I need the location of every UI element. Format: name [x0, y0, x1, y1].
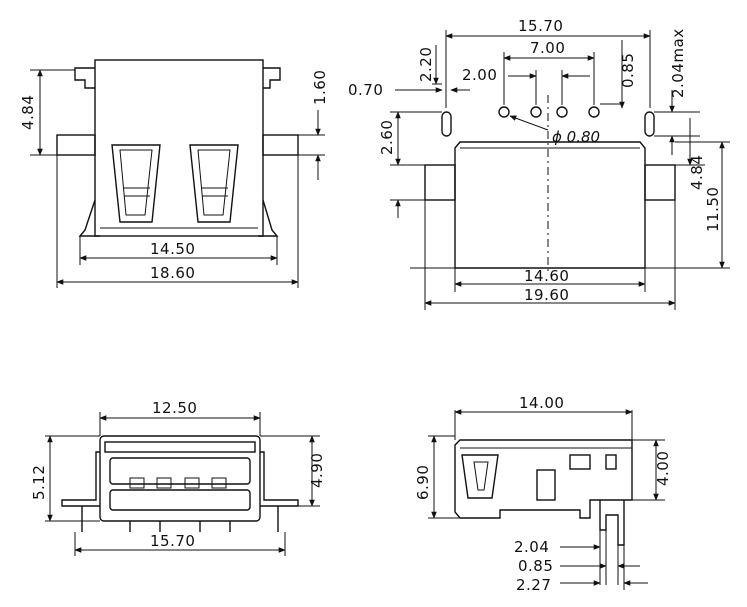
side-slot-2: [605, 454, 617, 470]
front-left-latch: [111, 144, 161, 223]
side-view: 14.00 6.90 4.00 2.04 0.85 2.27: [414, 394, 672, 594]
footprint-dim-pin-span: 15.70: [518, 17, 563, 35]
front-left-peg: [56, 134, 96, 156]
rear-tongue: [109, 489, 251, 511]
footprint-dim-slot-length: 2.20: [417, 47, 435, 82]
footprint-dim-slot-width: 0.70: [348, 81, 383, 99]
side-dim-pin-b: 0.85: [518, 557, 553, 575]
rear-dim-top-width: 12.50: [152, 399, 197, 417]
footprint-hole-1: [498, 106, 510, 118]
front-dim-tab: 1.60: [311, 70, 329, 105]
front-right-latch: [189, 144, 239, 223]
footprint-dim-slot-to-body: 2.60: [378, 120, 396, 155]
side-dim-pin-c: 2.27: [516, 576, 551, 594]
side-latch: [461, 454, 499, 499]
side-dim-pin-a: 2.04: [514, 538, 549, 556]
footprint-dim-overall-width: 19.60: [524, 286, 569, 304]
footprint-hole-2: [530, 106, 542, 118]
side-window: [536, 469, 556, 501]
rear-port-opening: [109, 457, 251, 485]
rear-dim-pin-width: 15.70: [150, 532, 195, 550]
front-left-flange: [74, 67, 95, 89]
footprint-dim-pin-offset: 0.85: [619, 53, 637, 88]
rear-right-leg: [260, 451, 299, 507]
footprint-hole-4: [588, 106, 600, 118]
footprint-dim-hole-diameter: ϕ 0.80: [552, 128, 600, 146]
side-pins: [599, 500, 625, 546]
rear-left-leg: [61, 451, 100, 507]
rear-dim-body-height: 4.90: [308, 453, 326, 488]
footprint-hole-3: [556, 106, 568, 118]
footprint-right-tab: [644, 164, 676, 201]
rear-view: 12.50 5.12 4.90 15.70: [30, 399, 326, 556]
footprint-dim-signal-span: 7.00: [530, 39, 565, 57]
rear-top-rail: [104, 441, 256, 453]
footprint-dim-body-length: 11.50: [704, 187, 722, 232]
footprint-dim-slot-max: 2.04max: [669, 28, 687, 98]
footprint-dim-signal-pitch: 2.00: [462, 66, 497, 84]
front-right-peg: [262, 134, 299, 156]
side-dim-height: 6.90: [414, 465, 432, 500]
front-right-flange: [263, 67, 281, 89]
front-dim-height: 4.84: [19, 95, 37, 130]
footprint-left-slot: [441, 111, 452, 137]
footprint-body: [454, 141, 646, 269]
footprint-right-slot: [644, 111, 655, 137]
side-housing: [454, 439, 633, 519]
footprint-dim-body-width: 14.60: [524, 267, 569, 285]
front-view: 4.84 1.60 14.50 18.60: [19, 59, 329, 288]
front-dim-outer-width: 18.60: [150, 264, 195, 282]
side-slot-1: [569, 454, 591, 470]
footprint-left-tab: [424, 164, 456, 201]
rear-dim-total-height: 5.12: [30, 465, 48, 500]
side-dim-length: 14.00: [519, 394, 564, 412]
rear-housing: [99, 435, 261, 522]
front-dim-inner-width: 14.50: [150, 240, 195, 258]
footprint-dim-tab-height: 4.84: [688, 155, 706, 190]
side-dim-upper: 4.00: [654, 451, 672, 486]
front-right-leg: [258, 199, 279, 237]
footprint-view: 15.70 7.00 2.00 2.20 0.70 2.60 0.85: [348, 17, 730, 310]
front-left-leg: [78, 199, 100, 237]
